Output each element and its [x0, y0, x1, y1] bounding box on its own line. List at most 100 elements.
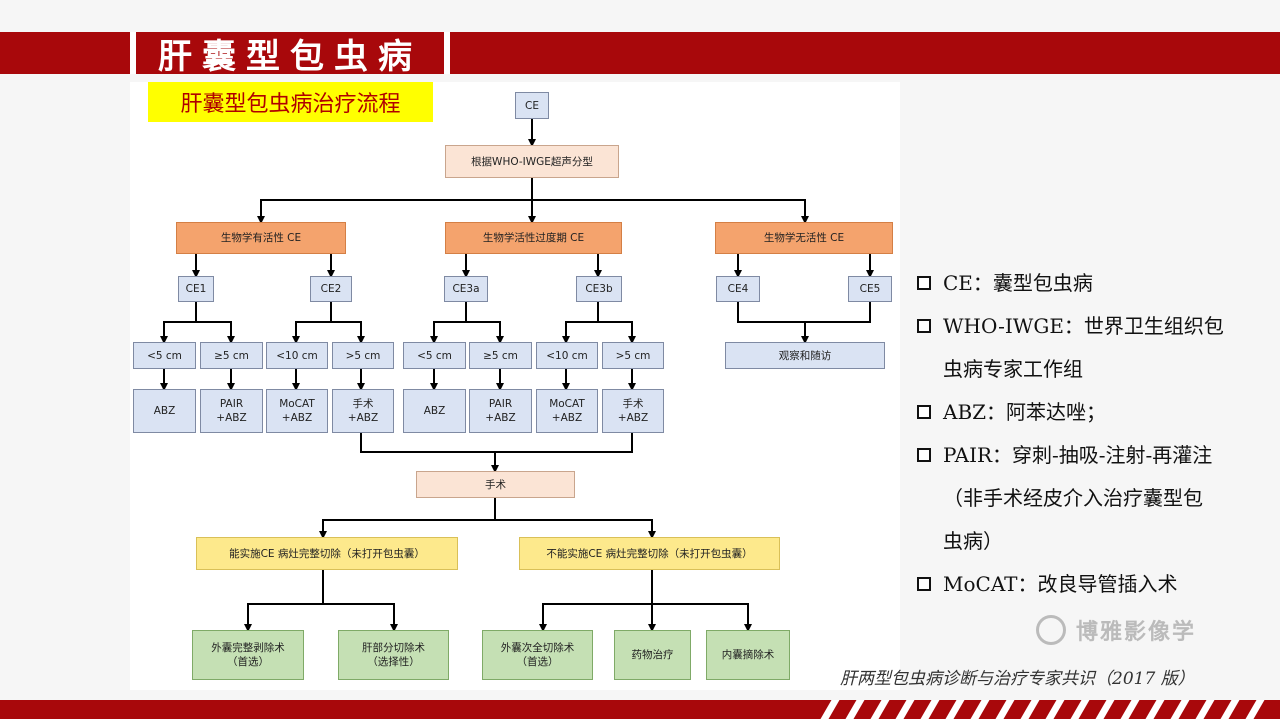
- node-active: 生物学有活性 CE: [176, 222, 346, 254]
- node-transitional: 生物学活性过度期 CE: [445, 222, 622, 254]
- node-can-resect: 能实施CE 病灶完整切除（未打开包虫囊）: [196, 537, 458, 570]
- node-mocat-b-l1: MoCAT: [549, 398, 585, 410]
- node-size-lt5-b: <5 cm: [403, 342, 466, 369]
- node-surgery-abz-a-l1: 手术: [352, 398, 374, 410]
- legend-pair-text-3: 虫病）: [943, 529, 1003, 553]
- node-size-ge5-a-label: ≥5 cm: [214, 349, 249, 362]
- node-ce3b: CE3b: [576, 276, 622, 302]
- legend-ce-text: CE：囊型包虫病: [943, 271, 1093, 295]
- node-ce3a: CE3a: [444, 276, 488, 302]
- node-size-lt5-a-label: <5 cm: [147, 349, 182, 362]
- node-surgery-abz-b: 手术 +ABZ: [602, 389, 664, 433]
- footer-band: [0, 700, 1280, 719]
- node-ce4-label: CE4: [727, 283, 749, 295]
- node-ce2: CE2: [310, 276, 352, 302]
- node-ce-label: CE: [525, 99, 539, 112]
- node-surgery-abz-a: 手术 +ABZ: [332, 389, 394, 433]
- node-ce1: CE1: [178, 276, 214, 302]
- node-outcome-5: 内囊摘除术: [706, 630, 790, 680]
- node-outcome-1: 外囊完整剥除术（首选）: [192, 630, 304, 680]
- checkbox-square-icon: [917, 405, 931, 419]
- node-size-ge5-b-label: ≥5 cm: [483, 349, 518, 362]
- node-size-gt5-a-label: >5 cm: [345, 349, 381, 362]
- node-observe-label: 观察和随访: [778, 349, 832, 362]
- node-size-ge5-b: ≥5 cm: [469, 342, 532, 369]
- node-can-resect-label: 能实施CE 病灶完整切除（未打开包虫囊）: [229, 547, 425, 560]
- node-inactive: 生物学无活性 CE: [715, 222, 893, 254]
- node-outcome-3-l2: （首选）: [516, 656, 559, 668]
- node-inactive-label: 生物学无活性 CE: [763, 232, 845, 244]
- node-ce1-label: CE1: [185, 283, 207, 295]
- node-pair-a-l2: +ABZ: [216, 412, 247, 424]
- node-size-gt5-b-label: >5 cm: [615, 349, 651, 362]
- node-size-lt10-a-label: <10 cm: [276, 349, 318, 362]
- node-surgery-abz-b-l1: 手术: [622, 398, 644, 410]
- legend-item-abz: ABZ：阿苯达唑；: [915, 391, 1275, 434]
- node-cannot-resect: 不能实施CE 病灶完整切除（未打开包虫囊）: [519, 537, 780, 570]
- node-outcome-3: 外囊次全切除术 （首选）: [482, 630, 593, 680]
- watermark-text: 博雅影像学: [1076, 620, 1197, 645]
- node-classification-label: 根据WHO-IWGE超声分型: [471, 155, 593, 168]
- node-observe: 观察和随访: [725, 342, 885, 369]
- node-ce3b-label: CE3b: [585, 283, 613, 295]
- subtitle-text: 肝囊型包虫病治疗流程: [180, 92, 401, 117]
- node-size-lt5-b-label: <5 cm: [417, 349, 452, 362]
- node-outcome-1-l2: （首选）: [227, 656, 269, 668]
- node-pair-a: PAIR +ABZ: [200, 389, 263, 433]
- node-outcome-4: 药物治疗: [614, 630, 691, 680]
- node-mocat-a: MoCAT +ABZ: [266, 389, 328, 433]
- node-outcome-3-l1: 外囊次全切除术: [500, 642, 575, 654]
- node-size-lt10-b-label: <10 cm: [546, 349, 588, 362]
- node-ce3a-label: CE3a: [452, 283, 480, 295]
- checkbox-square-icon: [917, 276, 931, 290]
- node-mocat-b-l2: +ABZ: [551, 412, 583, 424]
- subtitle-banner: 肝囊型包虫病治疗流程: [148, 82, 433, 122]
- legend-who-text-1: WHO-IWGE：世界卫生组织包: [943, 314, 1224, 338]
- node-ce5: CE5: [848, 276, 892, 302]
- node-surgery-abz-b-l2: +ABZ: [617, 412, 649, 424]
- node-abz-a-label: ABZ: [153, 405, 176, 417]
- node-abz-a: ABZ: [133, 389, 196, 433]
- node-outcome-4-label: 药物治疗: [631, 649, 674, 661]
- node-surgery: 手术: [416, 471, 575, 498]
- node-abz-b-label: ABZ: [423, 405, 446, 417]
- source-citation: 肝两型包虫病诊断与治疗专家共识（2017 版）: [840, 669, 1195, 689]
- node-outcome-2: 肝部分切除术 （选择性）: [338, 630, 449, 680]
- node-pair-b: PAIR +ABZ: [469, 389, 532, 433]
- legend-item-pair: PAIR：穿刺-抽吸-注射-再灌注（非手术经皮介入治疗囊型包虫病）: [915, 434, 1275, 563]
- node-ce4: CE4: [716, 276, 760, 302]
- legend-mocat-text: MoCAT：改良导管插入术: [943, 572, 1178, 596]
- node-pair-b-l2: +ABZ: [485, 412, 516, 424]
- node-surgery-abz-a-l2: +ABZ: [347, 412, 379, 424]
- node-outcome-2-l1: 肝部分切除术: [362, 642, 425, 654]
- node-active-label: 生物学有活性 CE: [220, 232, 302, 244]
- slide-title-text: 肝囊型包虫病: [158, 36, 422, 77]
- checkbox-square-icon: [917, 319, 931, 333]
- legend-pair-text-2: （非手术经皮介入治疗囊型包: [943, 486, 1203, 510]
- slide-title: 肝囊型包虫病: [130, 32, 450, 77]
- legend-who-text-2: 虫病专家工作组: [943, 357, 1083, 381]
- node-size-lt10-b: <10 cm: [536, 342, 598, 369]
- node-size-lt5-a: <5 cm: [133, 342, 196, 369]
- node-ce: CE: [515, 92, 549, 119]
- watermark: 博雅影像学: [1036, 614, 1196, 646]
- checkbox-square-icon: [917, 577, 931, 591]
- abbreviation-legend: CE：囊型包虫病 WHO-IWGE：世界卫生组织包虫病专家工作组 ABZ：阿苯达…: [915, 262, 1275, 606]
- node-pair-a-l1: PAIR: [219, 398, 244, 410]
- node-mocat-b: MoCAT +ABZ: [536, 389, 598, 433]
- node-abz-b: ABZ: [403, 389, 466, 433]
- wechat-icon: [1036, 615, 1066, 645]
- legend-item-who-iwge: WHO-IWGE：世界卫生组织包虫病专家工作组: [915, 305, 1275, 391]
- node-mocat-a-l1: MoCAT: [279, 398, 315, 410]
- node-size-gt5-a: >5 cm: [332, 342, 394, 369]
- checkbox-square-icon: [917, 448, 931, 462]
- node-transitional-label: 生物学活性过度期 CE: [482, 232, 585, 244]
- node-pair-b-l1: PAIR: [488, 398, 513, 410]
- node-outcome-2-l2: （选择性）: [367, 656, 420, 668]
- legend-item-mocat: MoCAT：改良导管插入术: [915, 563, 1275, 606]
- node-size-gt5-b: >5 cm: [602, 342, 664, 369]
- node-outcome-5-label: 内囊摘除术: [721, 649, 775, 661]
- legend-abz-text: ABZ：阿苯达唑；: [943, 400, 1107, 424]
- node-ce5-label: CE5: [859, 283, 881, 295]
- node-mocat-a-l2: +ABZ: [281, 412, 313, 424]
